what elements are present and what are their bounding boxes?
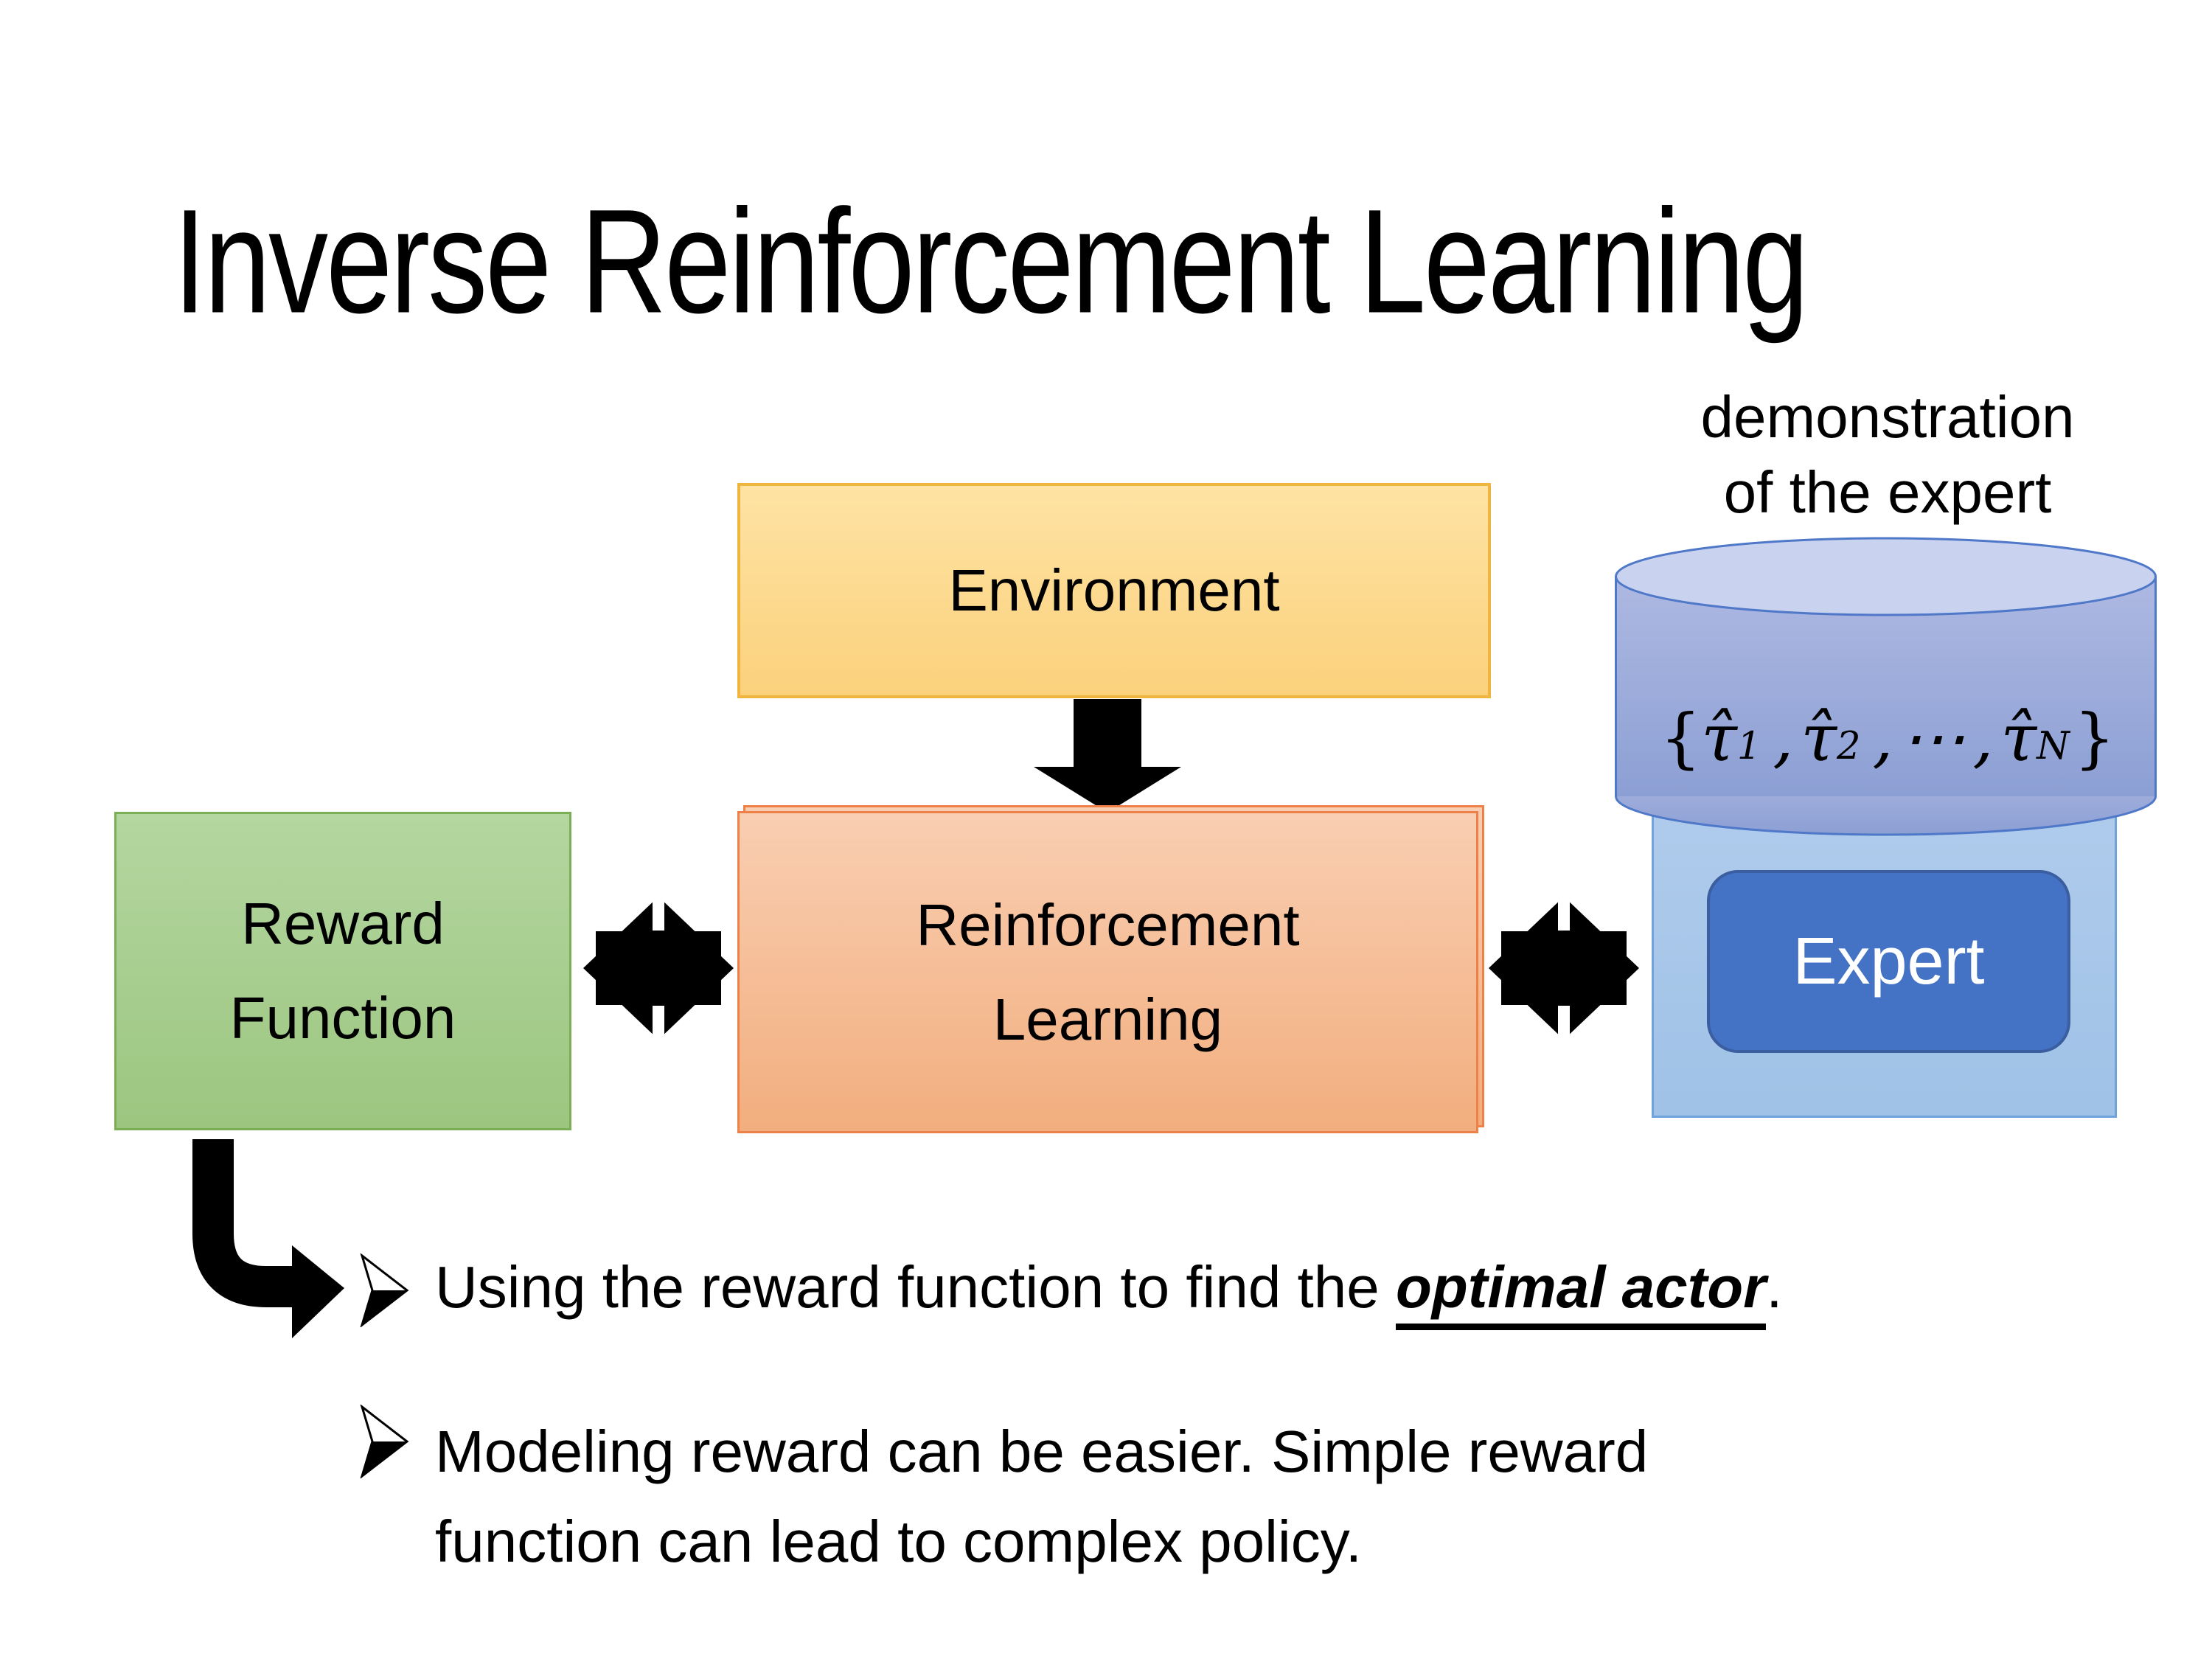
reinforcement-learning-box: Reinforcement Learning	[737, 811, 1478, 1133]
expert-label: Expert	[1792, 924, 1985, 998]
demonstration-caption-line2: of the expert	[1723, 459, 2052, 525]
demonstration-database-icon	[1615, 537, 2157, 836]
reward-function-label: Reward Function	[229, 891, 456, 1051]
reward-function-box: Reward Function	[114, 812, 571, 1130]
slide-title: Inverse Reinforcement Learning	[173, 178, 1809, 344]
bullet-arrowhead-icon	[360, 1405, 409, 1478]
down-arrow-icon	[1034, 699, 1181, 813]
tau-1: τ̂	[1701, 699, 1737, 776]
bullet-arrowhead-icon	[360, 1253, 409, 1327]
optimal-actor-emphasis: optimal actor	[1395, 1254, 1767, 1330]
demonstration-caption-line1: demonstration	[1700, 384, 2075, 450]
double-arrow-right-icon	[1489, 894, 1639, 1042]
reinforcement-learning-label: Reinforcement Learning	[916, 891, 1300, 1052]
environment-box: Environment	[737, 483, 1491, 698]
bullet-item-2: Modeling reward can be easier. Simple re…	[435, 1419, 1649, 1574]
tau-2: τ̂	[1801, 699, 1837, 776]
elbow-arrow-icon	[192, 1139, 344, 1338]
environment-label: Environment	[948, 557, 1280, 623]
bullet-item-1: Using the reward function to find the op…	[435, 1253, 1783, 1330]
double-arrow-left-icon	[583, 894, 734, 1042]
trajectory-set-formula: {τ̂1,τ̂2,⋯,τ̂N}	[1660, 699, 2115, 776]
expert-box: Expert	[1707, 870, 2070, 1053]
tau-N: τ̂	[2000, 699, 2037, 776]
dots: ⋯	[1900, 699, 1966, 776]
demonstration-caption: demonstration of the expert	[1585, 380, 2190, 530]
